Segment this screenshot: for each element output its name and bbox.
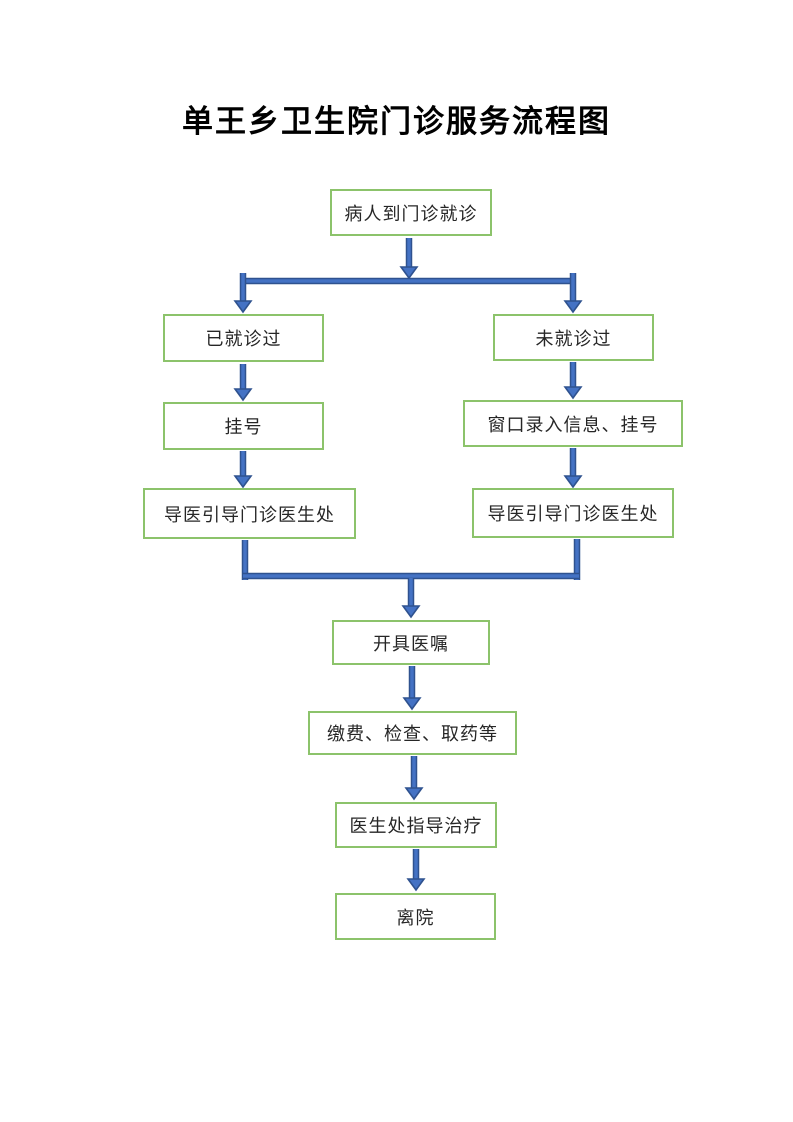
arrow-start-to-split [399, 238, 419, 280]
arrow-visited-to-register [233, 364, 253, 402]
arrow-register-to-guideleft [233, 451, 253, 489]
flow-node-treatment: 医生处指导治疗 [335, 802, 497, 848]
flow-node-leave: 离院 [335, 893, 496, 940]
split-connector [233, 273, 583, 314]
merge-connector [241, 539, 581, 619]
flow-node-register: 挂号 [163, 402, 324, 450]
arrow-treatment-to-leave [406, 849, 426, 892]
flow-node-window-register: 窗口录入信息、挂号 [463, 400, 683, 447]
flow-node-orders: 开具医嘱 [332, 620, 490, 665]
arrow-orders-to-pay [402, 666, 422, 711]
flow-node-pay: 缴费、检查、取药等 [308, 711, 517, 755]
flow-node-visited: 已就诊过 [163, 314, 324, 362]
flow-node-not-visited: 未就诊过 [493, 314, 654, 361]
arrow-pay-to-treatment [404, 756, 424, 801]
flow-node-guide-right: 导医引导门诊医生处 [472, 488, 674, 538]
page-title: 单王乡卫生院门诊服务流程图 [182, 104, 611, 139]
flow-node-start: 病人到门诊就诊 [330, 189, 492, 236]
arrow-notvisited-to-window [563, 362, 583, 400]
arrow-window-to-guideright [563, 448, 583, 489]
flow-node-guide-left: 导医引导门诊医生处 [143, 488, 356, 539]
